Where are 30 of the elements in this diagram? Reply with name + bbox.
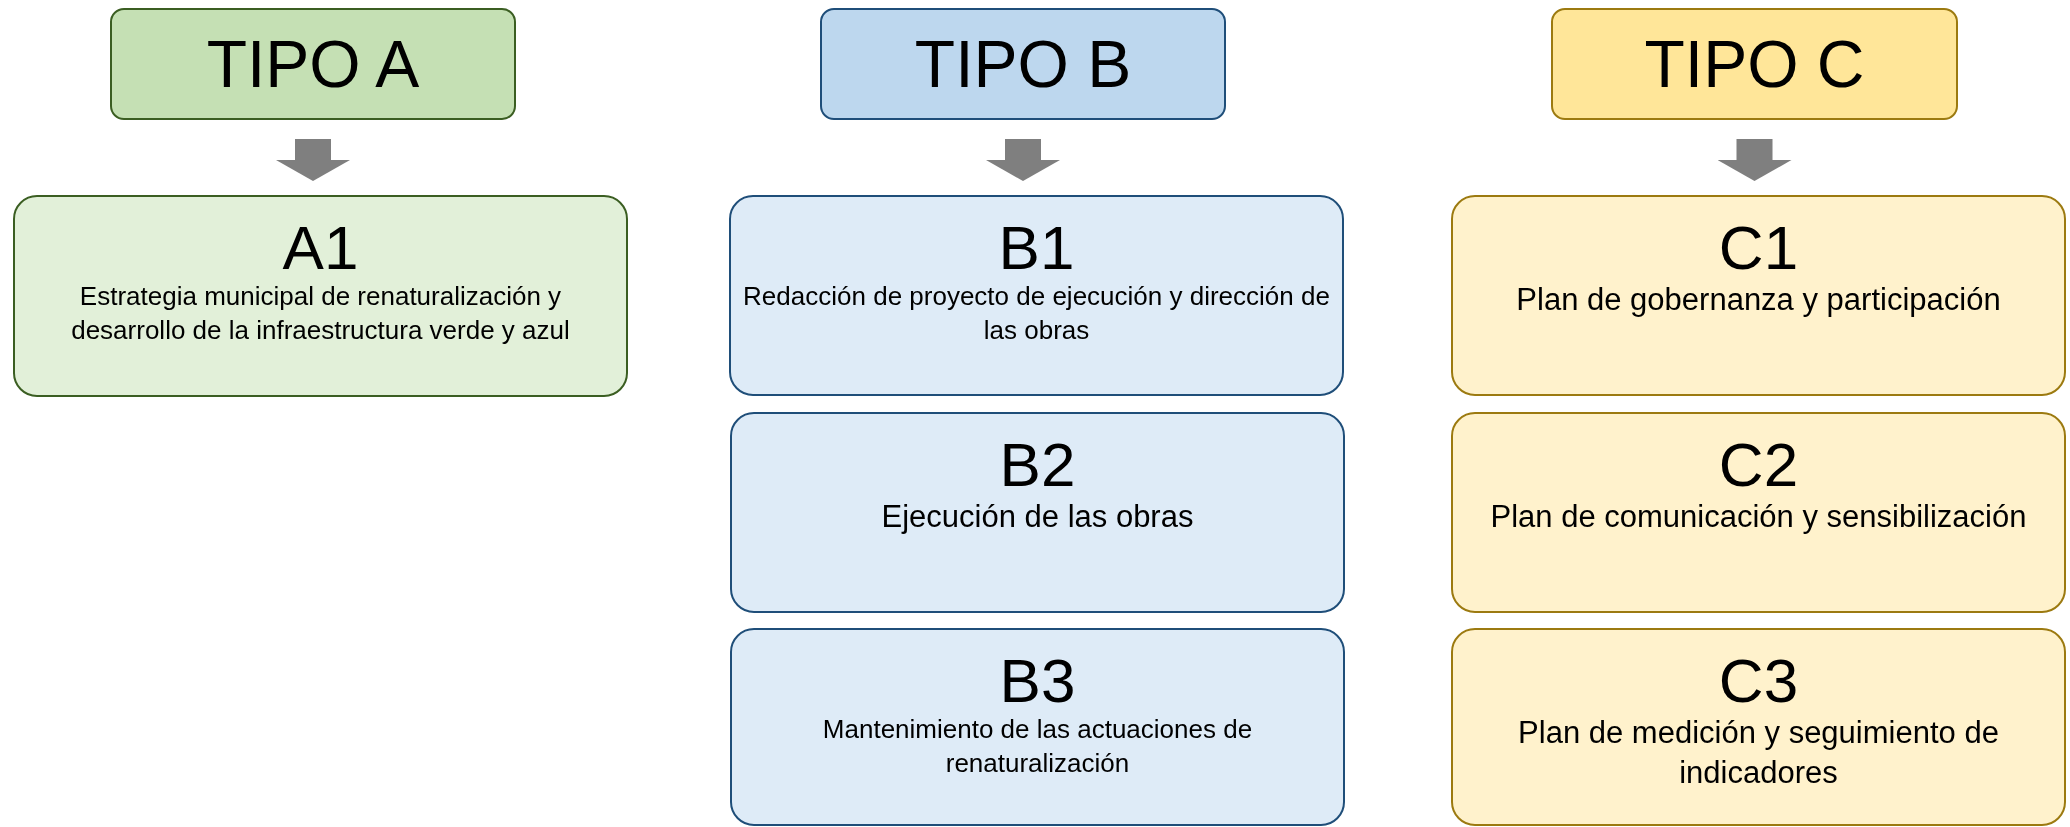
card-box [730,412,1345,613]
arrow [276,139,350,181]
card-box [730,628,1345,826]
arrow [1717,139,1792,181]
card-code: C2 [1718,432,1799,498]
category-title: TIPO B [914,31,1132,97]
arrow [986,139,1060,181]
card-code: B2 [999,432,1076,498]
category-title: TIPO C [1644,31,1865,97]
category-title: TIPO A [206,31,420,97]
card-description: Plan de comunicación y sensibilización [1489,498,2028,537]
card-description: Estrategia municipal de renaturalización y desarrollo de la infraestructura verde y azul [70,280,571,347]
card-description: Plan de medición y seguimiento de indicadores [1517,714,2000,793]
card-code: A1 [282,215,359,281]
card-box [13,195,628,397]
card-code: B3 [999,648,1076,714]
category-box [820,8,1226,120]
card-description: Redacción de proyecto de ejecución y dirección de las obras [742,280,1331,347]
card-code: C1 [1718,215,1799,281]
category-box [1551,8,1958,120]
card-code: B1 [998,215,1075,281]
card-description: Mantenimiento de las actuaciones de renaturalización [821,713,1254,780]
card-box [1451,628,2066,826]
card-box [729,195,1344,396]
category-box [110,8,516,120]
card-code: C3 [1718,648,1799,714]
card-box [1451,412,2066,613]
card-description: Ejecución de las obras [880,498,1195,537]
card-description: Plan de gobernanza y participación [1515,281,2002,320]
card-box [1451,195,2066,396]
